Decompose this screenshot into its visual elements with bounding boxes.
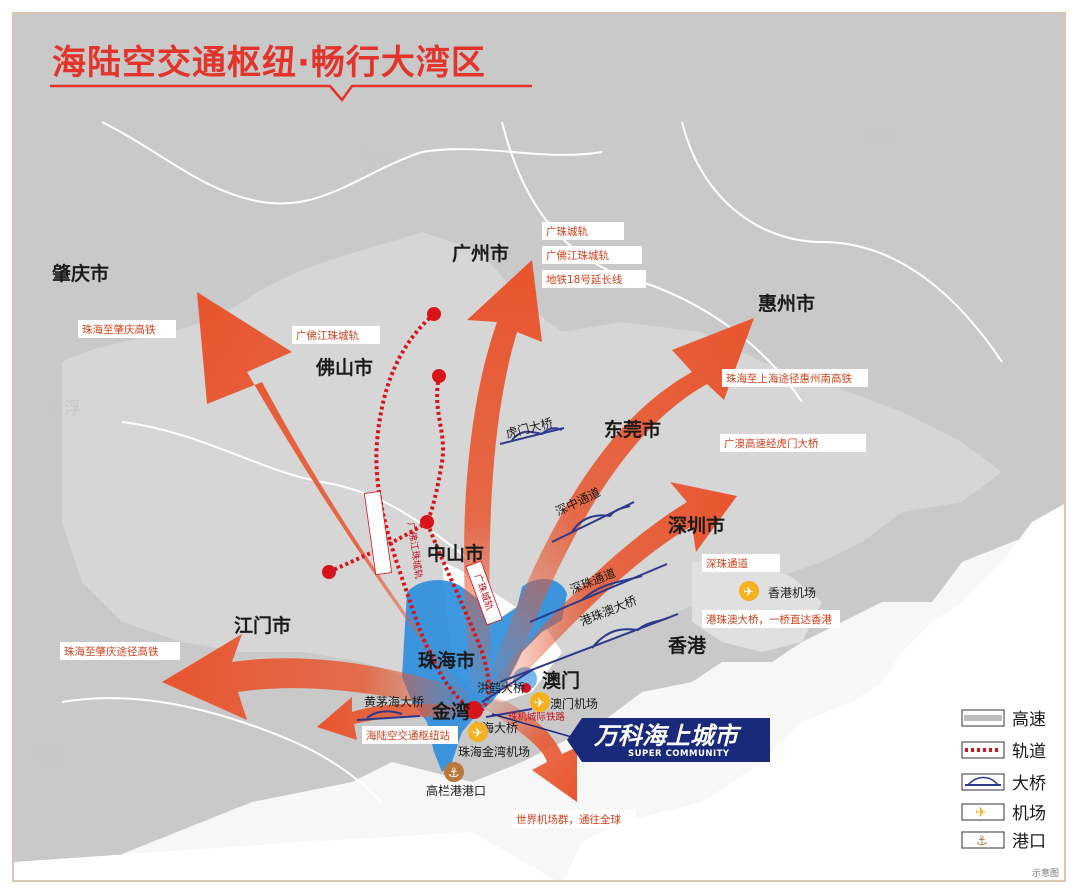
region-map: 清远 河源 云浮 阳江 广佛江珠城轨 广珠城轨 — [14, 14, 1064, 880]
bridge-label-hongqi: 洪鹤大桥 — [477, 680, 525, 695]
tag-hk-bridge: 港珠澳大桥，一桥直达香港 — [706, 613, 832, 626]
bridge-hongqi — [481, 669, 533, 703]
tag-hub-station: 海陆空交通枢纽站 — [366, 729, 450, 742]
facility-hk-airport: 香港机场 — [768, 586, 816, 600]
place-heyuan: 河源 — [860, 127, 894, 147]
facility-macau-airport: 澳门机场 — [550, 696, 598, 711]
arrow-world — [482, 697, 577, 802]
city-hongkong: 香港 — [667, 635, 707, 657]
city-jiangmen: 江门市 — [234, 614, 291, 637]
legend-port: ⚓ 港口 — [961, 831, 1046, 852]
arrow-huizhou — [487, 318, 754, 692]
arrow-zhaoqing — [197, 292, 472, 702]
port-icon-gaolan: ⚓ — [444, 762, 464, 782]
legend: 高速 轨道 大桥 ✈ 机场 ⚓ 港口 — [961, 709, 1046, 852]
page-title: 海陆空交通枢纽·畅行大湾区 — [52, 43, 486, 83]
tag-gz-1: 广珠城轨 — [546, 225, 588, 238]
svg-text:⚓: ⚓ — [448, 766, 460, 781]
legend-highway-label: 高速 — [1012, 710, 1046, 730]
svg-text:✈: ✈ — [534, 696, 545, 711]
svg-text:✈: ✈ — [743, 585, 754, 600]
city-shenzhen: 深圳市 — [668, 514, 725, 537]
place-yangjiang: 阳江 — [30, 747, 64, 767]
arrow-jiangmen — [162, 634, 472, 720]
tag-world-airports: 世界机场群，通往全球 — [516, 813, 621, 826]
svg-text:✈: ✈ — [472, 726, 483, 741]
arrow-huangmaohai — [317, 697, 472, 740]
bridge-huangmaohai — [356, 710, 421, 721]
south-sea-edge — [14, 832, 556, 880]
legend-rail: 轨道 — [961, 741, 1046, 762]
city-zhongshan: 中山市 — [427, 542, 484, 565]
city-dongguan: 东莞市 — [604, 418, 661, 441]
bridges — [356, 427, 679, 721]
city-jinwan: 金湾 — [431, 700, 470, 723]
facility-zhuhai-airport: 珠海金湾机场 — [458, 744, 530, 759]
city-zhaoqing: 肇庆市 — [52, 262, 109, 285]
rail-stations — [322, 307, 531, 719]
tag-zhaoqing-rail: 珠海至肇庆高铁 — [82, 323, 156, 336]
legend-highway: 高速 — [961, 709, 1046, 730]
facility-gaolan-port: 高栏港港口 — [426, 783, 486, 798]
tag-dongguan-hw: 广澳高速经虎门大桥 — [724, 437, 819, 450]
bridge-humen — [499, 427, 565, 445]
title-block: 海陆空交通枢纽·畅行大湾区 — [50, 43, 532, 103]
place-yunfu: 云浮 — [47, 399, 81, 419]
city-huizhou: 惠州市 — [758, 292, 815, 315]
legend-port-icon: ⚓ — [976, 834, 988, 849]
legend-bridge-label: 大桥 — [1012, 774, 1046, 794]
bridge-jinhai — [485, 708, 533, 718]
legend-bridge: 大桥 — [961, 773, 1046, 794]
airport-icon-hk: ✈ — [739, 581, 759, 601]
brand-name: 万科海上城市 — [593, 722, 742, 750]
tag-shenzhen-tunnel: 深珠通道 — [706, 557, 748, 570]
rail-label-airport-link: 珠机城际铁路 — [508, 711, 566, 723]
tag-huizhou-rail: 珠海至上海途径惠州南高铁 — [726, 372, 852, 385]
legend-airport-label: 机场 — [1012, 804, 1046, 824]
city-macau: 澳门 — [542, 669, 580, 692]
tag-jiangmen-rail: 珠海至肇庆途径高铁 — [64, 645, 159, 658]
place-qingyuan: 清远 — [357, 147, 391, 167]
airport-icon-zhuhai: ✈ — [468, 722, 488, 742]
schematic-note: 示意图 — [1032, 867, 1059, 879]
legend-airport: ✈ 机场 — [961, 803, 1046, 824]
brand-banner: 万科海上城市 SUPER COMMUNITY — [491, 713, 770, 762]
city-foshan: 佛山市 — [315, 356, 373, 379]
bridge-shenzhong — [551, 501, 635, 543]
route-tags: 珠海至肇庆高铁 广佛江珠城轨 广珠城轨 广佛江珠城轨 地铁18号延长线 珠海至上… — [60, 222, 868, 828]
arrow-shenzhen — [492, 482, 737, 692]
city-guangzhou: 广州市 — [452, 242, 509, 265]
tag-foshan-rail: 广佛江珠城轨 — [296, 329, 359, 342]
airport-icon-macau: ✈ — [530, 692, 550, 712]
tag-gz-2: 广佛江珠城轨 — [546, 249, 609, 262]
map-frame: 清远 河源 云浮 阳江 广佛江珠城轨 广珠城轨 — [12, 12, 1066, 882]
bridge-shenzhu — [529, 563, 668, 623]
tag-gz-3: 地铁18号延长线 — [546, 273, 623, 286]
city-zhuhai: 珠海市 — [418, 649, 475, 672]
bridge-label-huangmaohai: 黄茅海大桥 — [364, 694, 424, 709]
brand-sub: SUPER COMMUNITY — [628, 749, 730, 759]
legend-rail-label: 轨道 — [1012, 742, 1046, 762]
legend-port-label: 港口 — [1012, 832, 1046, 852]
legend-airport-icon: ✈ — [975, 805, 987, 821]
